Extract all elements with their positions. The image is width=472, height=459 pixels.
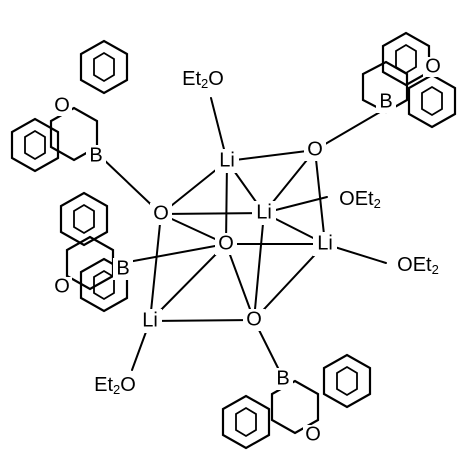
bond-li-top-o-center: [225, 160, 228, 245]
bond-o-top-right-li-right: [314, 149, 326, 245]
ether-right-subscript: 2: [432, 262, 439, 277]
atom-o-top-right: O: [307, 138, 323, 160]
ether-top-suffix: O: [208, 68, 224, 90]
atom-o-left: O: [153, 202, 169, 224]
bond-o-center-o-bottom: [225, 243, 255, 321]
bond-o-left-li-mid: [160, 212, 265, 215]
ether-top-prefix: Et: [182, 68, 201, 90]
oxaborin-ligands: [10, 31, 457, 450]
boron-upper-right: B: [379, 90, 392, 112]
boron-upper-left: B: [89, 144, 102, 166]
atom-o-bottom: O: [246, 308, 262, 330]
ring-oxygen-upper-right: O: [425, 55, 441, 77]
ether-bottom-left-prefix: Et: [94, 374, 113, 396]
ligand-atom-labels: B O B O B O B O: [52, 55, 443, 445]
core-atom-labels: Li Li Li Li O O O O: [138, 138, 337, 333]
ether-top: Et2O: [182, 68, 224, 91]
oxaborin-upper-left: [10, 39, 129, 173]
ring-oxygen-bottom: O: [305, 423, 321, 445]
bond-li-top-o-top-right: [226, 149, 316, 162]
ether-right-prefix: OEt: [397, 254, 432, 276]
ether-bottom-left-subscript: 2: [113, 382, 120, 397]
ring-oxygen-upper-left: O: [54, 94, 70, 116]
bond-li-right-o-bottom: [253, 243, 326, 321]
ether-bottom-left: Et2O: [94, 374, 136, 397]
boron-bottom: B: [276, 367, 289, 389]
core-bonds: [149, 149, 326, 322]
ether-labels: Et2O OEt2 OEt2 Et2O: [92, 68, 452, 398]
boron-middle-left: B: [116, 257, 129, 279]
bond-o-center-boron: [127, 243, 227, 263]
bond-o-center-li-left: [149, 243, 227, 322]
bond-li-left-o-bottom: [149, 319, 255, 322]
bond-o-left-li-left: [149, 213, 162, 322]
ether-mid-right-subscript: 2: [374, 196, 381, 211]
atom-li-left: Li: [142, 309, 158, 331]
atom-o-center: O: [218, 232, 234, 254]
ether-mid-right-prefix: OEt: [339, 188, 374, 210]
bond-li-mid-o-bottom: [253, 212, 265, 321]
ring-oxygen-middle-left: O: [54, 275, 70, 297]
atom-li-mid: Li: [256, 201, 272, 223]
ether-bottom-left-suffix: O: [120, 374, 136, 396]
atom-li-right: Li: [317, 232, 333, 254]
oxaborin-bottom: [221, 353, 372, 450]
oxaborin-middle-left: [59, 191, 129, 313]
ether-mid-right: OEt2: [339, 188, 381, 211]
ether-right: OEt2: [397, 254, 439, 277]
ether-top-subscript: 2: [201, 76, 208, 91]
atom-li-top: Li: [219, 149, 235, 171]
